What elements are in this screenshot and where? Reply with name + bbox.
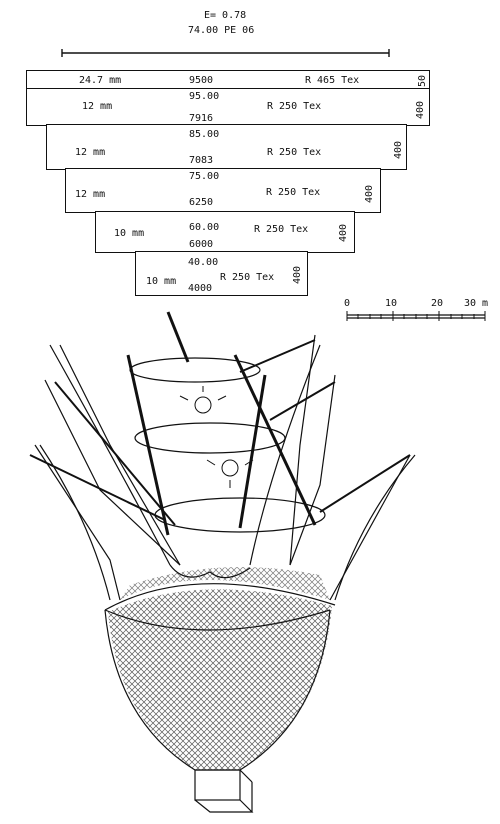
mesh-size: 24.7 mm (79, 75, 122, 86)
scale-tick-0: 0 (344, 298, 351, 309)
mesh-size: 10 mm (146, 276, 177, 287)
twine-spec: R 465 Tex (305, 75, 360, 86)
net-section-5: 10 mm 60.00 6000 R 250 Tex 400 (95, 211, 355, 253)
mesh-size: 12 mm (75, 147, 106, 158)
lamp-icon (206, 459, 254, 488)
twine-spec: R 250 Tex (267, 101, 322, 112)
depth-meshes: 50 (417, 74, 428, 87)
meshes-bottom: 7916 (189, 113, 214, 124)
net-section-1: 24.7 mm 9500 R 465 Tex 50 (26, 70, 430, 90)
depth-meshes: 400 (338, 223, 349, 242)
mesh-size: 12 mm (75, 189, 106, 200)
meshes-bottom: 6000 (189, 239, 214, 250)
scale-bar (346, 311, 486, 321)
net-section-2: 12 mm 95.00 7916 R 250 Tex 400 (26, 88, 430, 126)
epsilon-label: E= 0.78 (204, 10, 247, 21)
meshes-bottom: 4000 (188, 283, 213, 294)
twine-spec: R 250 Tex (220, 272, 275, 283)
meshes-bottom: 7083 (189, 155, 214, 166)
twine-spec: R 250 Tex (267, 147, 322, 158)
twine-spec: R 250 Tex (266, 187, 321, 198)
headline-label: 74.00 PE 06 (188, 25, 255, 36)
twine-spec: R 250 Tex (254, 224, 309, 235)
net-section-3: 12 mm 85.00 7083 R 250 Tex 400 (46, 124, 407, 170)
meshes-top: 40.00 (188, 257, 219, 268)
depth-meshes: 400 (415, 100, 426, 119)
meshes-top: 85.00 (189, 129, 220, 140)
meshes-top: 9500 (189, 75, 214, 86)
meshes-top: 75.00 (189, 171, 220, 182)
mesh-size: 10 mm (114, 228, 145, 239)
meshes-top: 95.00 (189, 91, 220, 102)
depth-meshes: 400 (364, 184, 375, 203)
scale-tick-10: 10 (385, 298, 398, 309)
depth-meshes: 400 (393, 140, 404, 159)
net-section-6: 10 mm 40.00 4000 R 250 Tex 400 (135, 251, 308, 296)
meshes-top: 60.00 (189, 222, 220, 233)
net-section-4: 12 mm 75.00 6250 R 250 Tex 400 (65, 168, 381, 213)
netting-upper-texture (120, 567, 330, 600)
depth-meshes: 400 (292, 265, 303, 284)
scale-tick-20: 20 (431, 298, 444, 309)
scale-tick-30: 30 m (464, 298, 489, 309)
meshes-bottom: 6250 (189, 197, 214, 208)
netting-texture (108, 589, 332, 770)
mesh-size: 12 mm (82, 101, 113, 112)
lamp-icon (179, 386, 227, 414)
